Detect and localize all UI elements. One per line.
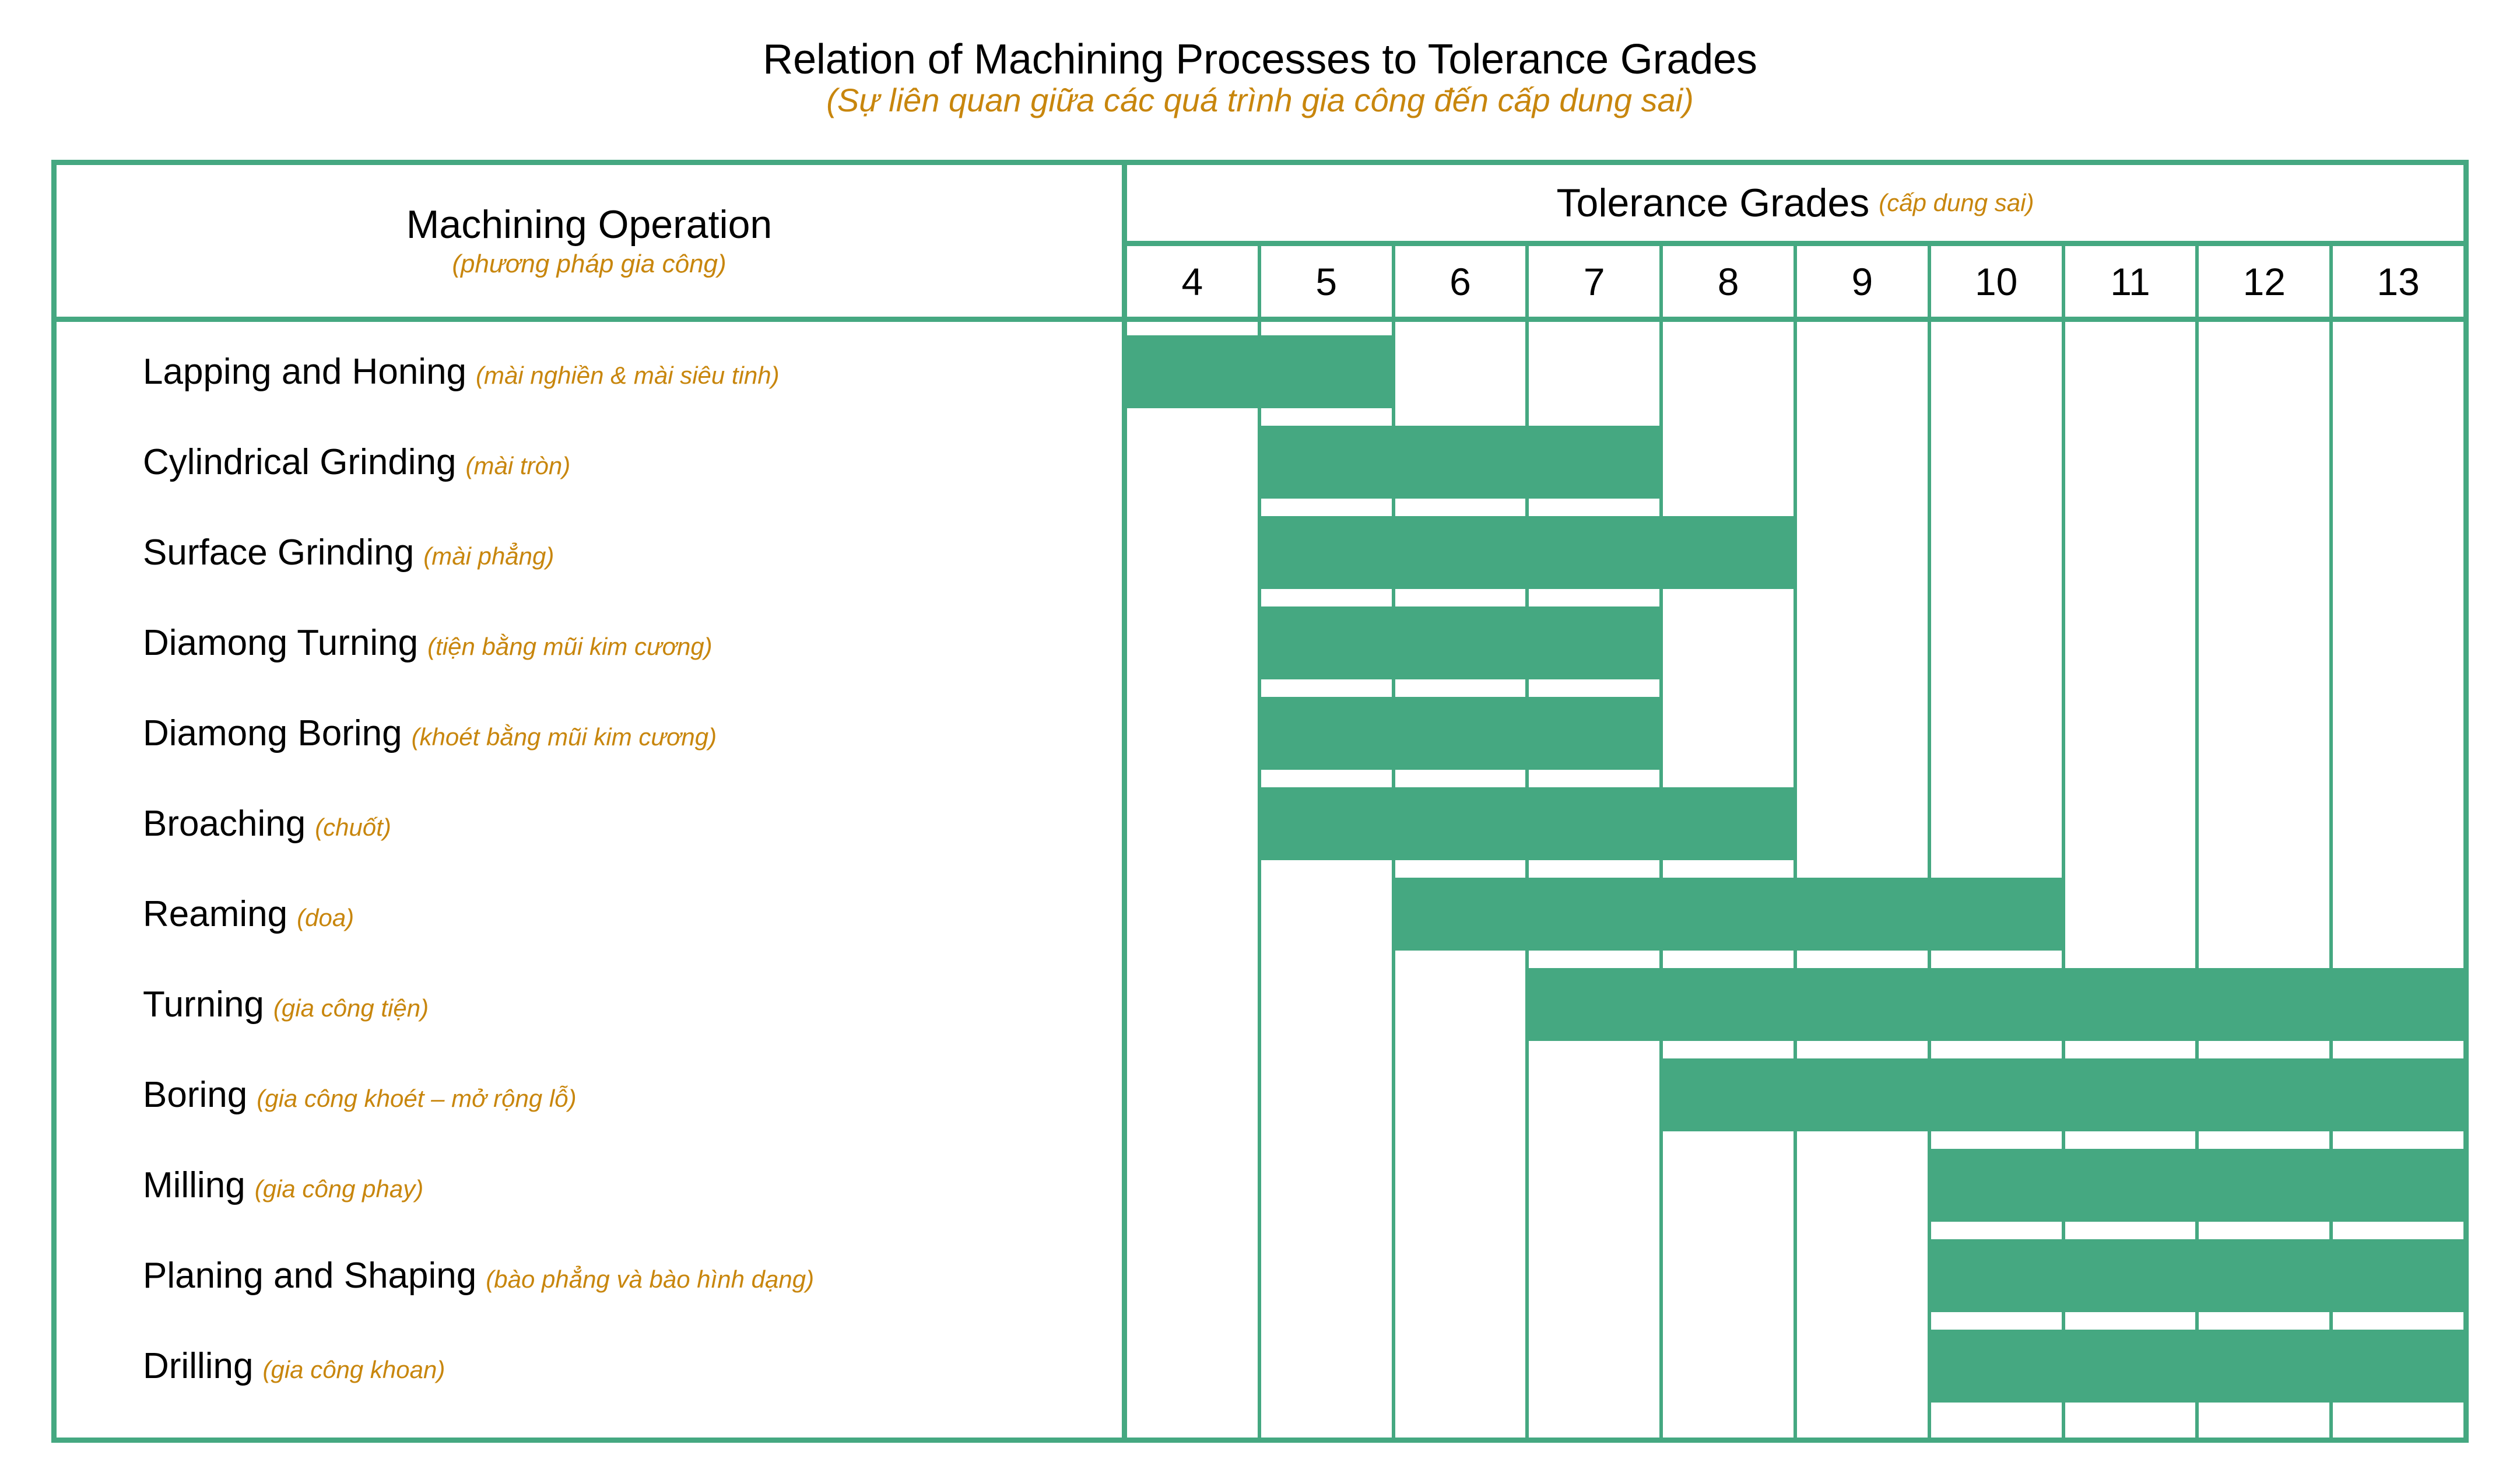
tolerance-bar bbox=[1929, 1330, 2463, 1403]
row-label-en: Planing and Shaping bbox=[143, 1255, 477, 1296]
tolerance-bar bbox=[1127, 335, 1395, 408]
row-label: Cylindrical Grinding (mài tròn) bbox=[143, 417, 570, 507]
row-label-en: Cylindrical Grinding bbox=[143, 441, 457, 482]
machining-operation-header: Machining Operation (phương pháp gia côn… bbox=[57, 165, 1122, 317]
row-label: Surface Grinding (mài phẳng) bbox=[143, 507, 554, 598]
tolerance-bar bbox=[1261, 516, 1795, 589]
row-label-en: Drilling bbox=[143, 1345, 254, 1386]
grade-header-cell-5: 5 bbox=[1261, 246, 1395, 317]
row-label-vi: (bào phẳng và bào hình dạng) bbox=[486, 1265, 815, 1293]
row-label: Reaming (doa) bbox=[143, 869, 354, 959]
tolerance-bar bbox=[1261, 606, 1662, 679]
table-row: Cylindrical Grinding (mài tròn) bbox=[57, 417, 2463, 507]
row-label-vi: (gia công phay) bbox=[254, 1175, 424, 1202]
row-label: Lapping and Honing (mài nghiền & mài siêu… bbox=[143, 327, 780, 417]
grade-header-cell-11: 11 bbox=[2065, 246, 2199, 317]
row-label: Turning (gia công tiện) bbox=[143, 959, 429, 1050]
table-row: Boring (gia công khoét – mở rộng lỗ) bbox=[57, 1050, 2463, 1140]
row-label-vi: (chuốt) bbox=[315, 813, 391, 841]
table-row: Planing and Shaping (bào phẳng và bào hìn… bbox=[57, 1230, 2463, 1321]
grade-header-cell-12: 12 bbox=[2199, 246, 2333, 317]
tolerance-bar bbox=[1261, 697, 1662, 770]
table-row: Diamong Turning (tiện bằng mũi kim cương) bbox=[57, 598, 2463, 688]
row-label-en: Diamong Turning bbox=[143, 622, 419, 663]
row-label-en: Boring bbox=[143, 1074, 248, 1115]
grade-header-cell-9: 9 bbox=[1797, 246, 1931, 317]
tolerance-bar bbox=[1929, 1149, 2463, 1222]
machining-operation-header-label: Machining Operation bbox=[406, 202, 773, 247]
machining-operation-header-sublabel: (phương pháp gia công) bbox=[452, 250, 726, 278]
row-label-vi: (tiện bằng mũi kim cương) bbox=[427, 632, 713, 660]
tolerance-bar bbox=[1528, 968, 2463, 1041]
row-label-vi: (mài tròn) bbox=[465, 451, 571, 479]
row-label: Drilling (gia công khoan) bbox=[143, 1321, 445, 1411]
tolerance-grades-header-sublabel: (cấp dung sai) bbox=[1879, 189, 2034, 216]
table-row: Drilling (gia công khoan) bbox=[57, 1321, 2463, 1411]
chart-title-block: Relation of Machining Processes to Toler… bbox=[0, 38, 2520, 118]
row-label-vi: (mài phẳng) bbox=[423, 542, 554, 570]
grade-header-cell-7: 7 bbox=[1529, 246, 1663, 317]
grade-header-cell-6: 6 bbox=[1395, 246, 1529, 317]
row-label-vi: (mài nghiền & mài siêu tinh) bbox=[476, 361, 780, 389]
header-divider-rule bbox=[1127, 241, 2463, 246]
grade-header-cell-8: 8 bbox=[1663, 246, 1797, 317]
table-row: Surface Grinding (mài phẳng) bbox=[57, 507, 2463, 598]
row-label: Boring (gia công khoét – mở rộng lỗ) bbox=[143, 1050, 577, 1140]
page-title: Relation of Machining Processes to Toler… bbox=[763, 36, 1757, 83]
row-label-en: Broaching bbox=[143, 803, 306, 844]
row-label-en: Reaming bbox=[143, 893, 288, 934]
row-label-en: Milling bbox=[143, 1165, 245, 1205]
row-label-en: Surface Grinding bbox=[143, 532, 415, 573]
row-label-vi: (gia công tiện) bbox=[273, 994, 429, 1022]
grade-header-cell-4: 4 bbox=[1127, 246, 1261, 317]
tolerance-bar bbox=[1261, 426, 1662, 499]
tolerance-table: Machining Operation (phương pháp gia côn… bbox=[51, 160, 2469, 1443]
tolerance-bar bbox=[1261, 787, 1795, 860]
table-row: Turning (gia công tiện) bbox=[57, 959, 2463, 1050]
row-label-en: Diamong Boring bbox=[143, 713, 402, 753]
row-label-en: Lapping and Honing bbox=[143, 351, 467, 392]
tolerance-grades-header-label: Tolerance Grades bbox=[1556, 181, 1870, 225]
row-label-vi: (gia công khoét – mở rộng lỗ) bbox=[257, 1084, 577, 1112]
page-subtitle: (Sự liên quan giữa các quá trình gia côn… bbox=[826, 82, 1694, 119]
row-label-en: Turning bbox=[143, 984, 264, 1025]
header-bottom-rule bbox=[57, 317, 2463, 322]
row-label: Planing and Shaping (bào phẳng và bào hìn… bbox=[143, 1230, 814, 1321]
table-body: Lapping and Honing (mài nghiền & mài siêu… bbox=[57, 322, 2463, 1438]
grade-header-cell-13: 13 bbox=[2377, 260, 2420, 303]
table-row: Reaming (doa) bbox=[57, 869, 2463, 959]
tolerance-bar bbox=[1661, 1058, 2463, 1131]
row-label: Broaching (chuốt) bbox=[143, 779, 391, 869]
row-label: Diamong Boring (khoét bằng mũi kim cương) bbox=[143, 688, 717, 779]
tolerance-bar bbox=[1394, 878, 2063, 951]
tolerance-bar bbox=[1929, 1239, 2463, 1312]
row-label-vi: (gia công khoan) bbox=[262, 1355, 445, 1383]
row-label: Diamong Turning (tiện bằng mũi kim cương) bbox=[143, 598, 713, 688]
table-row: Broaching (chuốt) bbox=[57, 779, 2463, 869]
row-label-vi: (khoét bằng mũi kim cương) bbox=[411, 723, 717, 751]
row-label-vi: (doa) bbox=[297, 903, 355, 931]
column-divider bbox=[1122, 165, 1127, 1438]
table-row: Diamong Boring (khoét bằng mũi kim cương) bbox=[57, 688, 2463, 779]
table-row: Lapping and Honing (mài nghiền & mài siêu… bbox=[57, 327, 2463, 417]
table-row: Milling (gia công phay) bbox=[57, 1140, 2463, 1230]
tolerance-grades-header: Tolerance Grades (cấp dung sai) bbox=[1127, 165, 2463, 241]
grade-header-cell-10: 10 bbox=[1931, 246, 2065, 317]
row-label: Milling (gia công phay) bbox=[143, 1140, 423, 1230]
